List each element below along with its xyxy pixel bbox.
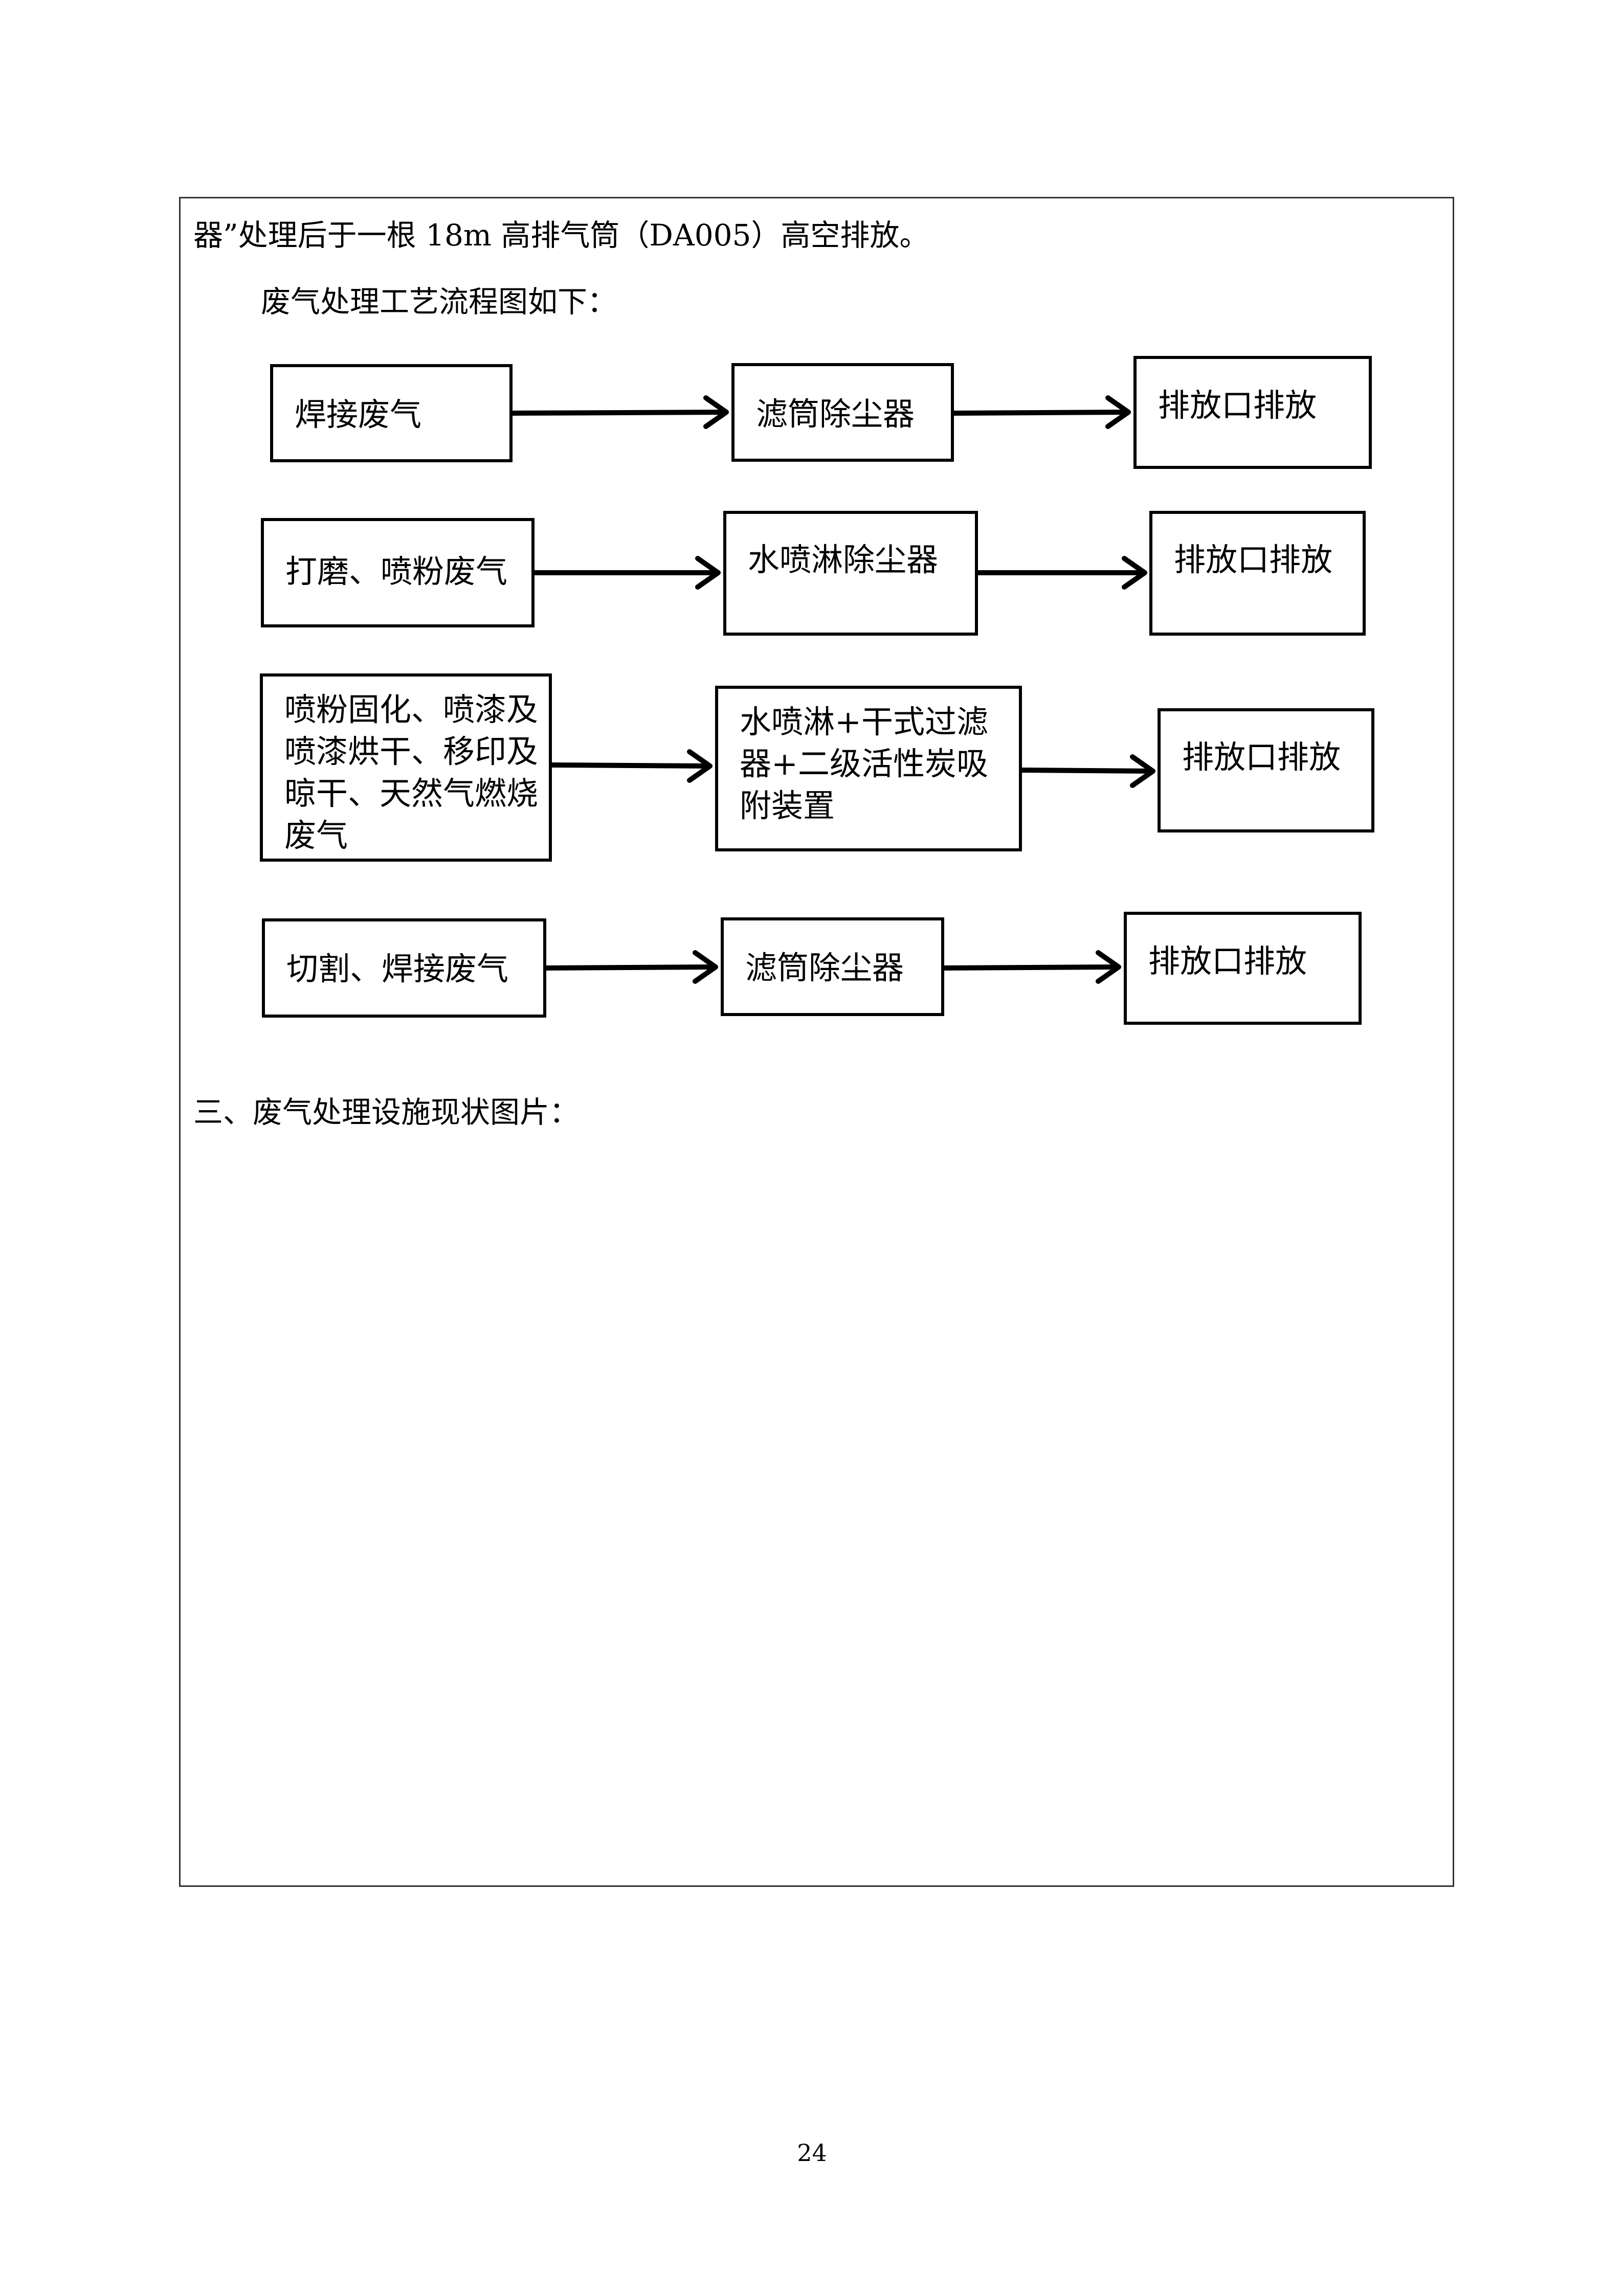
- section-3-heading: 三、废气处理设施现状图片：: [193, 1095, 580, 1130]
- flow-outlet-box: 排放口排放: [1133, 356, 1372, 469]
- flow-outlet-label: 排放口排放: [1174, 541, 1333, 578]
- flow-treatment-box-filter-cartridge: 滤筒除尘器: [731, 363, 954, 462]
- content-frame: [179, 197, 1454, 1887]
- paragraph-line-1: 器”处理后于一根 18m 高排气筒（DA005）高空排放。: [193, 218, 929, 253]
- page-number: 24: [797, 2139, 827, 2167]
- flow-source-label-line-4: 废气: [284, 817, 348, 854]
- flow-outlet-label: 排放口排放: [1182, 738, 1341, 776]
- flow-treatment-label: 滤筒除尘器: [756, 395, 915, 433]
- flow-source-box-grinding-powder: 打磨、喷粉废气: [261, 518, 535, 627]
- flow-treatment-label: 水喷淋除尘器: [748, 541, 939, 578]
- paragraph-line-2: 废气处理工艺流程图如下：: [261, 284, 617, 319]
- flow-source-label: 打磨、喷粉废气: [285, 553, 508, 590]
- flow-outlet-label: 排放口排放: [1158, 387, 1317, 424]
- flow-treatment-label-line-2: 器+二级活性炭吸: [740, 745, 988, 782]
- flow-treatment-box-spray-filter-carbon: 水喷淋+干式过滤 器+二级活性炭吸 附装置: [715, 686, 1022, 851]
- flow-source-box-cutting-welding: 切割、焊接废气: [262, 918, 546, 1018]
- flow-outlet-label: 排放口排放: [1148, 942, 1307, 980]
- flow-treatment-box-filter-cartridge: 滤筒除尘器: [721, 917, 944, 1016]
- flow-source-label-line-2: 喷漆烘干、移印及: [284, 733, 539, 770]
- flow-outlet-box: 排放口排放: [1158, 708, 1374, 832]
- flow-treatment-label: 滤筒除尘器: [745, 949, 904, 986]
- flow-outlet-box: 排放口排放: [1149, 511, 1366, 636]
- flow-treatment-box-water-spray: 水喷淋除尘器: [723, 511, 978, 636]
- flow-treatment-label-line-3: 附装置: [740, 787, 835, 824]
- flow-source-label-line-3: 晾干、天然气燃烧: [284, 775, 539, 812]
- flow-source-label: 焊接废气: [295, 396, 422, 433]
- flow-source-label: 切割、焊接废气: [286, 950, 509, 987]
- flow-treatment-label-line-1: 水喷淋+干式过滤: [740, 703, 988, 740]
- flow-source-label-line-1: 喷粉固化、喷漆及: [284, 691, 539, 728]
- flow-source-box-welding: 焊接废气: [270, 364, 513, 462]
- flow-source-box-coating-curing: 喷粉固化、喷漆及 喷漆烘干、移印及 晾干、天然气燃烧 废气: [260, 673, 552, 862]
- flow-outlet-box: 排放口排放: [1124, 912, 1362, 1025]
